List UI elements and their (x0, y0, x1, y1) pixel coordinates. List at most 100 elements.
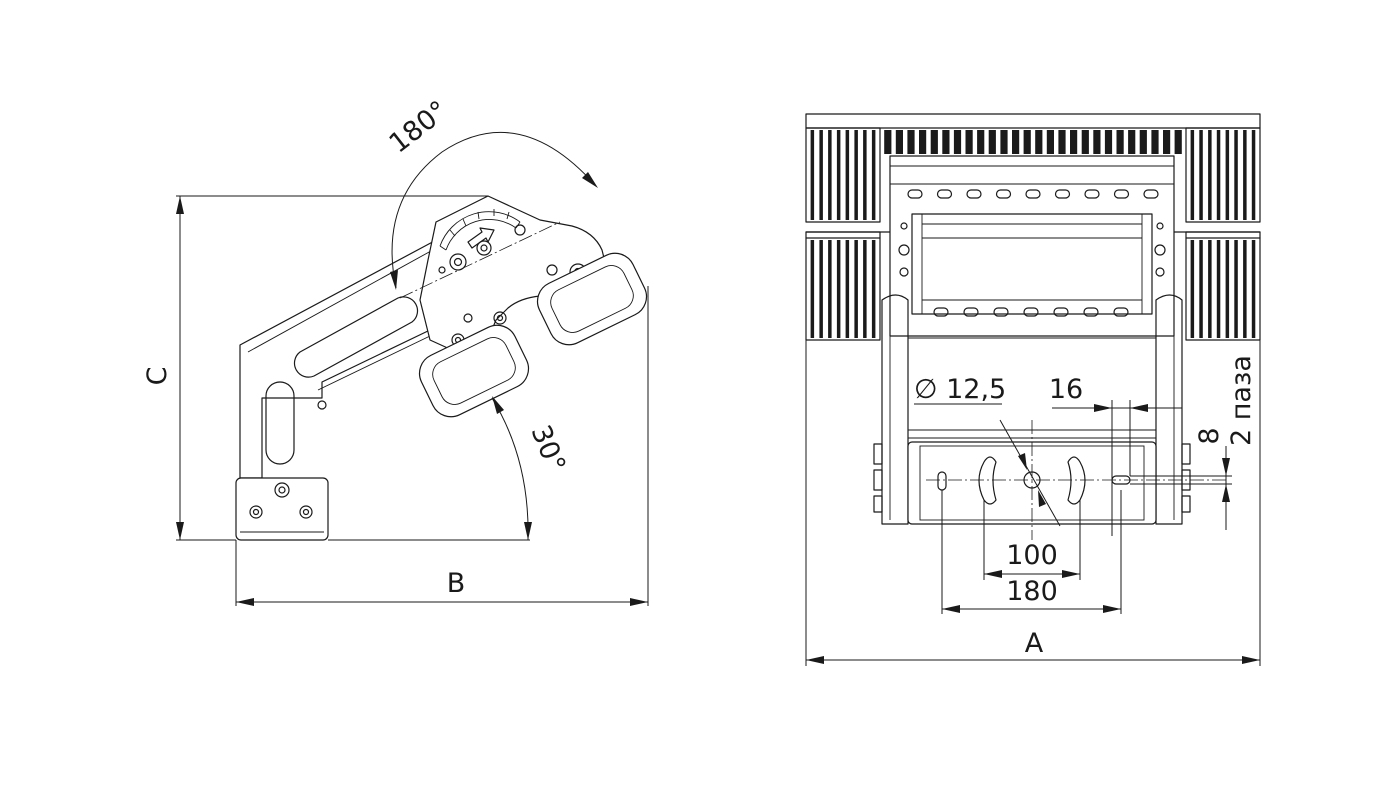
adjustment-slot (1083, 307, 1099, 317)
heatsink-fin (1128, 130, 1136, 154)
heatsink-fin (1116, 130, 1124, 154)
heatsink-fin (1163, 130, 1171, 154)
heatsink-fin (1046, 130, 1054, 154)
heatsink-fin (919, 130, 927, 154)
heatsink-fin (836, 130, 841, 220)
tilt-angle-label: 30° (525, 421, 572, 477)
heatsink-fin (1081, 130, 1089, 154)
kidney-slot-right (1067, 456, 1086, 505)
heatsink-fin (810, 130, 815, 220)
driver-window (911, 213, 1153, 315)
heatsink-fin (895, 130, 903, 154)
adjustment-slot (933, 307, 949, 317)
heatsink-fin (1251, 240, 1256, 338)
heatsink-fin (1234, 240, 1238, 338)
lower-slot-row (933, 307, 1129, 317)
heatsink-fin (953, 130, 962, 154)
slot-length-label: 16 (1049, 374, 1083, 405)
heatsink-fin (1023, 130, 1031, 154)
heatsink-fin (854, 240, 858, 338)
heatsink-fin (810, 240, 815, 338)
adjustment-slot-row (907, 189, 1159, 199)
heatsink-fin (845, 130, 850, 220)
heatsink-fin (1243, 130, 1247, 220)
front-view: ∅ 12,5 16 8 2 паза 100 180 (805, 113, 1261, 666)
heatsink-fin (1000, 130, 1008, 154)
heatsink-fin (1070, 130, 1078, 154)
heatsink-fin (1093, 130, 1101, 154)
center-bracket (889, 155, 1175, 337)
heatsink-fin (1035, 130, 1043, 154)
adjustment-slot (1025, 189, 1041, 199)
side-view: C B 180° 30° (142, 95, 649, 606)
adjustment-slot (963, 307, 979, 317)
heatsink-fin (845, 240, 850, 338)
heatsink-fin (988, 130, 996, 154)
heatsink-fin (1251, 130, 1256, 220)
heatsink-center (884, 130, 1182, 154)
adjustment-slot (1113, 307, 1129, 317)
heatsink-fin (871, 240, 876, 338)
vertical-slot (265, 381, 295, 465)
adjustment-slot (1084, 189, 1100, 199)
heatsink-fin (1234, 130, 1238, 220)
heatsink-upper-left (810, 130, 876, 220)
adjustment-slot (1143, 189, 1159, 199)
adjustment-slot (1053, 307, 1069, 317)
heatsink-fin (1199, 130, 1203, 220)
heatsink-lower-right (1190, 240, 1256, 338)
heatsink-fin (819, 240, 823, 338)
heatsink-fin (930, 130, 938, 154)
adjustment-slot (993, 307, 1009, 317)
heatsink-fin (863, 130, 867, 220)
dim-b-label: B (447, 568, 466, 599)
slot-width-label: 8 (1194, 427, 1225, 444)
heatsink-fin (1104, 130, 1113, 154)
slot-count-label: 2 паза (1226, 355, 1257, 446)
adjustment-slot (936, 189, 953, 199)
hole-spacing-outer-label: 180 (1006, 576, 1058, 607)
heatsink-fin (1139, 130, 1147, 154)
heatsink-upper-right (1190, 130, 1256, 220)
heatsink-fin (1058, 130, 1066, 154)
heatsink-fin (977, 130, 985, 154)
heatsink-fin (871, 130, 876, 220)
top-rail (805, 113, 1261, 129)
heatsink-fin (1225, 130, 1230, 220)
heatsink-fin (1225, 240, 1230, 338)
heatsink-fin (1216, 130, 1221, 220)
adjustment-slot (1054, 189, 1071, 199)
adjustment-slot (1113, 189, 1130, 199)
heatsink-lower-left (810, 240, 876, 338)
adjustment-slot (966, 189, 982, 199)
heatsink-fin (836, 240, 841, 338)
heatsink-fin (965, 130, 973, 154)
adjustment-slot (995, 189, 1012, 199)
heatsink-fin (942, 130, 950, 154)
heatsink-fin (828, 240, 832, 338)
heatsink-fin (819, 130, 823, 220)
heatsink-fin (1199, 240, 1203, 338)
heatsink-fin (1208, 240, 1212, 338)
heatsink-fin (1190, 130, 1195, 220)
base-foot (235, 477, 329, 541)
lamp-housing-lower (418, 324, 530, 418)
direction-arrow-icon (467, 227, 495, 249)
adjustment-slot (907, 189, 923, 199)
lamp-housing-upper (536, 252, 648, 346)
kidney-slot-left (978, 456, 997, 505)
heatsink-fin (854, 130, 858, 220)
dim-c-label: C (142, 367, 173, 386)
dim-a-label: A (1025, 628, 1044, 659)
heatsink-fin (1151, 130, 1159, 154)
hole-diameter-label: ∅ 12,5 (914, 374, 1006, 405)
adjustment-slot (1023, 307, 1039, 317)
heatsink-fin (907, 130, 915, 154)
heatsink-fin (1012, 130, 1020, 154)
heatsink-fin (828, 130, 832, 220)
rotation-angle-label: 180° (384, 95, 454, 159)
hole-spacing-inner-label: 100 (1006, 540, 1058, 571)
heatsink-fin (863, 240, 867, 338)
tilt-arc (491, 397, 529, 541)
